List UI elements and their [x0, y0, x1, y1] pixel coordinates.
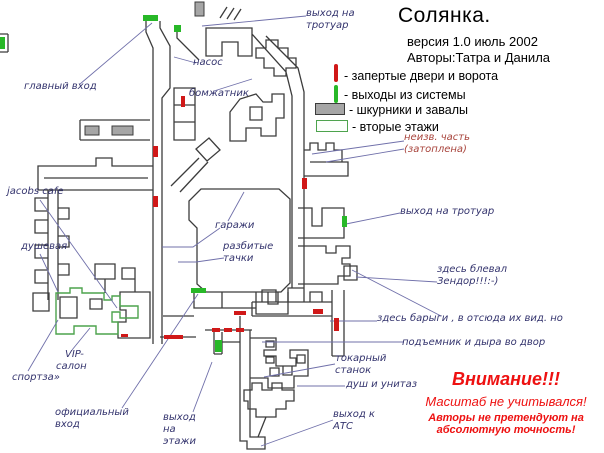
label-exit-sidewalk-right: выход на тротуар — [400, 206, 495, 217]
label-dealers: здесь барыги , в отсюда их вид. но — [377, 313, 563, 324]
label-exit-sidewalk-top: выход на тротуар — [306, 8, 355, 31]
leader-lines — [27, 15, 442, 447]
label-zendor: здесь блевал Зендор!!!:-) — [437, 264, 508, 287]
warning-line2: Авторы не претендуют на абсолютную точно… — [428, 412, 584, 436]
walls-bomzhatnik — [170, 87, 285, 193]
walls-entrance — [145, 6, 305, 344]
label-exit-floors: выход на этажи — [163, 412, 196, 447]
legend-item-label: - выходы из системы — [344, 88, 466, 102]
rubble-markers — [84, 1, 205, 136]
legend-rubble-marker — [315, 103, 345, 115]
rubble-marker — [84, 125, 100, 136]
locked-door-marker — [302, 178, 307, 189]
locked-door-marker — [236, 328, 244, 332]
label-vip-line3: спортза» — [12, 372, 60, 383]
rubble-marker — [194, 1, 205, 17]
locked-door-marker — [313, 309, 323, 314]
page-title: Солянка. — [398, 4, 491, 27]
label-official-entrance: официальный вход — [55, 407, 129, 430]
locked-door-markers — [121, 96, 339, 339]
locked-door-marker — [121, 334, 128, 337]
legend-item-label: - шкурники и завалы — [349, 103, 469, 117]
version-line: версия 1.0 июль 2002 — [407, 34, 538, 49]
locked-door-marker — [181, 96, 185, 107]
exit-markers — [0, 15, 347, 352]
label-lathe: токарный станок — [335, 353, 387, 376]
warning-block: Внимание!!! Масштаб не учитывался! Автор… — [408, 369, 604, 436]
locked-door-marker — [153, 146, 158, 157]
legend-locked-marker — [334, 64, 338, 82]
label-vip-line1: VIP- — [65, 349, 84, 360]
locked-door-marker — [153, 196, 158, 207]
label-bomzhatnik: бомжатник — [189, 88, 249, 99]
legend-item-label: - вторые этажи — [352, 120, 439, 134]
second-floor-outline — [55, 287, 139, 335]
warning-line1: Масштаб не учитывался! — [425, 394, 587, 409]
label-unknown-part: неизв. часть (затоплена) — [404, 132, 471, 155]
legend-item-label: - запертые двери и ворота — [344, 69, 499, 83]
rubble-marker — [111, 125, 134, 136]
locked-door-marker — [212, 328, 220, 332]
title-block: Солянка. версия 1.0 июль 2002 Авторы:Тат… — [398, 4, 550, 65]
exit-marker — [191, 288, 206, 293]
warning-heading: Внимание!!! — [451, 369, 561, 389]
label-exit-ats: выход к АТС — [333, 409, 375, 432]
label-lift-hole: подъемник и дыра во двор — [402, 337, 546, 348]
label-main-entrance: главный вход — [24, 81, 97, 92]
legend-second-floor-marker — [316, 120, 348, 132]
exit-marker — [143, 15, 158, 21]
legend-exit-marker — [334, 85, 338, 103]
locked-door-marker — [224, 328, 232, 332]
exit-marker — [0, 37, 5, 49]
exit-marker — [174, 25, 181, 32]
label-garages: гаражи — [215, 220, 255, 231]
walls-left-wing — [0, 33, 153, 312]
authors-line: Авторы:Татра и Данила — [407, 50, 551, 65]
locked-door-marker — [164, 335, 183, 339]
label-broken-cars: разбитые тачки — [223, 241, 274, 264]
locked-door-marker — [234, 311, 246, 315]
label-shower-room: душевая — [21, 241, 68, 252]
label-pump: насос — [193, 57, 223, 68]
exit-marker — [342, 216, 347, 227]
label-jacobs-cafe: jacobs cafe — [7, 186, 64, 197]
exit-marker — [215, 340, 222, 352]
label-shower-toilet: душ и унитаз — [346, 379, 418, 390]
locked-door-marker — [334, 318, 339, 331]
walls-bottom — [239, 316, 309, 450]
label-vip-line2: салон — [56, 361, 87, 372]
